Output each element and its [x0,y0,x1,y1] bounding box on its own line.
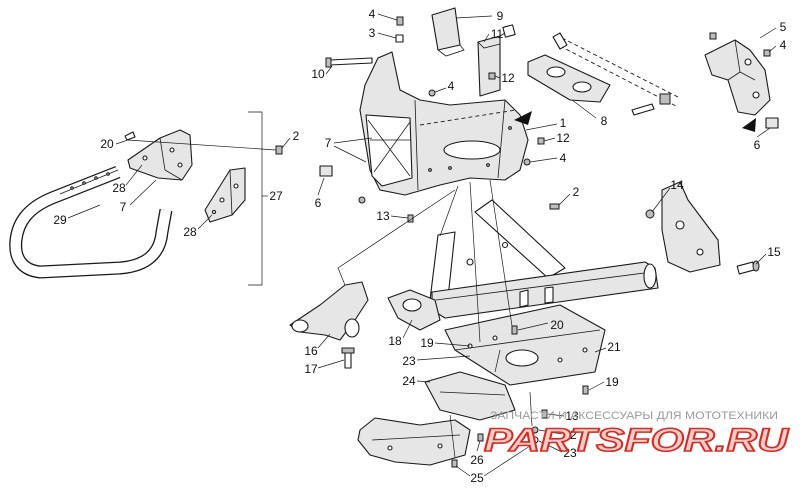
watermark: ЗАПЧАСТИ И АКСЕССУАРЫ ДЛЯ МОТОТЕХНИКИ PA… [483,410,790,459]
callout-13: 13 [376,209,390,223]
cowl-fasteners [275,137,560,223]
callout-14: 14 [670,178,684,192]
lower-bumper-bracket [204,167,246,223]
callout-23: 23 [563,446,577,460]
plate-24 [424,371,516,421]
mount-bracket-14 [645,181,760,275]
watermark-logo: PARTSFOR.RU [484,422,789,458]
callout-4: 4 [780,38,787,52]
callout-19: 19 [605,375,619,389]
callout-27: 27 [269,189,283,203]
callout-24: 24 [402,374,416,388]
callout-18: 18 [388,334,402,348]
callout-12: 12 [501,71,515,85]
callout-20: 20 [550,318,564,332]
callout-11: 11 [491,27,504,41]
callout-16: 16 [304,344,318,358]
callout-2: 2 [573,185,580,199]
callouts: 4 3 9 11 10 4 12 8 5 4 6 7 1 12 4 2 20 2… [53,7,786,485]
frame-bracket-18 [387,289,441,331]
callout-6: 6 [315,196,322,210]
top-fasteners [325,16,496,97]
mount-plate-8 [527,54,611,103]
callout-4: 4 [560,151,567,165]
callout-13: 13 [565,409,579,423]
callout-15: 15 [767,245,781,259]
callout-3: 3 [369,26,376,40]
callout-5: 5 [780,20,787,34]
front-cowl [359,51,529,196]
callout-22: 22 [563,428,577,442]
callout-2: 2 [293,129,300,143]
upper-bumper-bracket [124,129,193,181]
part-11-duct [477,24,516,97]
support-rod [552,32,681,116]
assembly-bracket-27 [248,111,268,286]
callout-8: 8 [601,114,608,128]
direction-arrow [514,111,532,125]
callout-10: 10 [311,67,325,81]
callout-7: 7 [120,200,127,214]
callout-26: 26 [470,453,484,467]
pan-plate-21 [444,304,606,386]
callout-4: 4 [369,7,376,21]
main-frame [429,199,659,319]
callout-9: 9 [497,9,504,23]
bumper [9,165,173,279]
callout-1: 1 [560,116,567,130]
callout-21: 21 [607,340,621,354]
callout-28: 28 [112,181,126,195]
direction-arrow [742,118,756,132]
steering-bracket-16 [289,281,369,369]
callout-29: 29 [53,213,67,227]
callout-4: 4 [448,79,455,93]
right-bracket-5 [704,32,779,129]
windshield [431,7,465,57]
leader-lines [67,13,777,477]
callout-20: 20 [100,137,114,151]
callout-25: 25 [470,471,484,485]
callout-19: 19 [420,336,434,350]
callout-23: 23 [402,354,416,368]
callout-7: 7 [325,136,332,150]
callout-12: 12 [556,131,570,145]
watermark-tagline: ЗАПЧАСТИ И АКСЕССУАРЫ ДЛЯ МОТОТЕХНИКИ [490,410,778,422]
callout-6: 6 [754,138,761,152]
skid-plate [357,417,471,466]
callout-17: 17 [304,362,318,376]
callout-28: 28 [183,225,197,239]
lower-fasteners [451,325,589,468]
